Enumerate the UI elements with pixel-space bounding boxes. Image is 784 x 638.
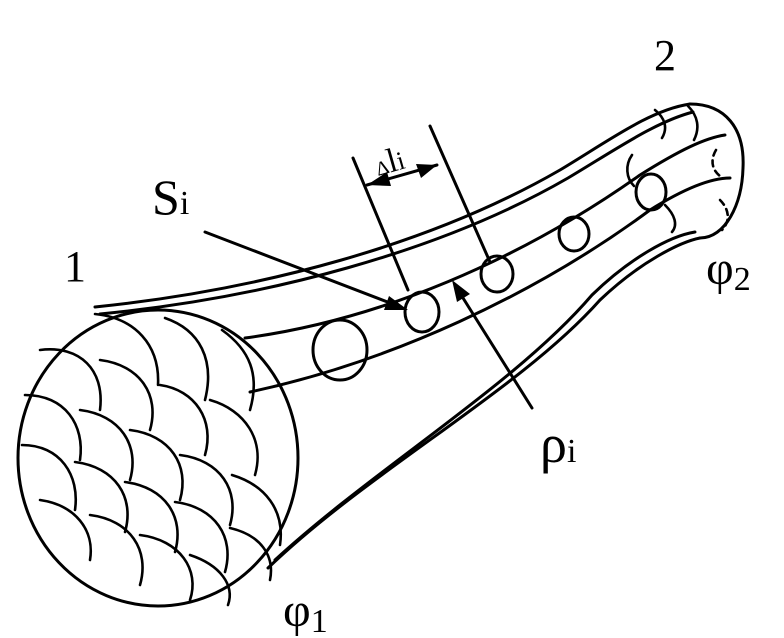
label-end-1: 1 [64,242,86,291]
si-arrowhead [384,296,408,310]
label-delta-l: Δli [370,140,409,184]
section-circle [557,215,591,253]
label-end-2: 2 [654,31,676,80]
rho-arrowhead [452,280,470,302]
bundle-outline [93,102,745,570]
label-phi1: φ1 [283,584,328,638]
label-rho: ρi [540,414,576,474]
label-si: Si [152,169,189,225]
section-circle [479,254,515,294]
delta-l-dimension [351,124,492,292]
section-circle [634,172,668,212]
section-circle [311,318,369,382]
si-leader-line [203,230,400,308]
current-tube [243,133,732,394]
tube-sections [311,172,668,382]
label-phi2: φ2 [706,242,751,298]
section-circle-si [403,290,441,334]
leader-arrows [203,230,534,410]
cross-section-1 [16,308,300,608]
rho-leader-line [456,288,534,410]
cross-section-2 [626,104,730,234]
